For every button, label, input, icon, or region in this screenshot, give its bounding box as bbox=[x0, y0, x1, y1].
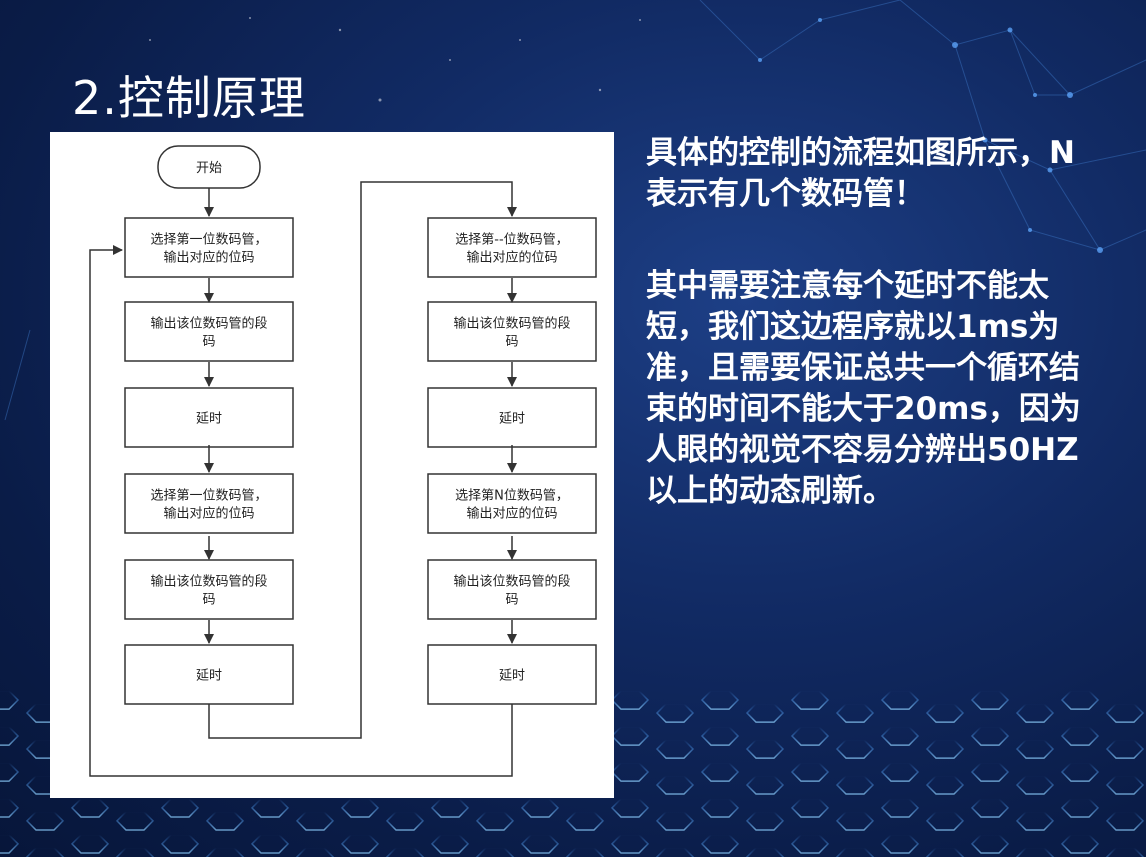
left-step-box-2 bbox=[124, 301, 294, 362]
right-step-box-3-label: 延时 bbox=[499, 412, 525, 427]
left-step-box-4 bbox=[124, 473, 294, 534]
right-step-box-1 bbox=[427, 217, 597, 278]
right-step-box-5 bbox=[427, 559, 597, 620]
description-paragraph-2: 其中需要注意每个延时不能太短，我们这边程序就以1ms为准，且需要保证总共一个循环… bbox=[646, 268, 1081, 509]
left-step-box-2-label: 输出该位数码管的段 bbox=[150, 316, 267, 332]
right-step-box-4 bbox=[427, 473, 597, 534]
left-step-box-1-label: 选择第一位数码管， bbox=[150, 233, 267, 248]
right-step-box-5-label: 码 bbox=[505, 593, 518, 608]
left-step-box-5 bbox=[124, 559, 294, 620]
right-step-box-4-label: 输出对应的位码 bbox=[466, 506, 557, 522]
slide-title: 2.控制原理 bbox=[72, 71, 306, 125]
left-step-box-3-label: 延时 bbox=[196, 412, 222, 427]
start-label: 开始 bbox=[196, 161, 222, 176]
flowchart-panel: 开始 选择第一位数码管，输出对应的位码输出该位数码管的段码延时选择第一位数码管，… bbox=[50, 132, 614, 798]
description-paragraph-1: 具体的控制的流程如图所示，N表示有几个数码管！ bbox=[646, 135, 1075, 212]
right-step-box-3 bbox=[427, 387, 597, 448]
right-step-box-2-label: 码 bbox=[505, 335, 518, 350]
flow-connectors bbox=[89, 181, 517, 777]
left-step-box-4-label: 选择第一位数码管， bbox=[150, 489, 267, 504]
left-step-box-1-label: 输出对应的位码 bbox=[163, 250, 254, 266]
left-step-box-4-label: 输出对应的位码 bbox=[163, 506, 254, 522]
flowchart: 开始 选择第一位数码管，输出对应的位码输出该位数码管的段码延时选择第一位数码管，… bbox=[89, 145, 597, 777]
left-step-box-5-label: 码 bbox=[202, 593, 215, 608]
right-step-box-2-label: 输出该位数码管的段 bbox=[453, 316, 570, 332]
right-step-box-1-label: 输出对应的位码 bbox=[466, 250, 557, 266]
right-step-box-2 bbox=[427, 301, 597, 362]
left-step-box-1 bbox=[124, 217, 294, 278]
left-step-box-2-label: 码 bbox=[202, 335, 215, 350]
left-step-box-6-label: 延时 bbox=[196, 669, 222, 684]
right-step-box-6-label: 延时 bbox=[499, 669, 525, 684]
left-step-box-5-label: 输出该位数码管的段 bbox=[150, 574, 267, 590]
right-step-box-1-label: 选择第--位数码管， bbox=[455, 233, 568, 248]
right-step-box-4-label: 选择第N位数码管， bbox=[455, 489, 569, 504]
left-step-box-6 bbox=[124, 644, 294, 705]
right-step-box-5-label: 输出该位数码管的段 bbox=[453, 574, 570, 590]
right-step-box-6 bbox=[427, 644, 597, 705]
